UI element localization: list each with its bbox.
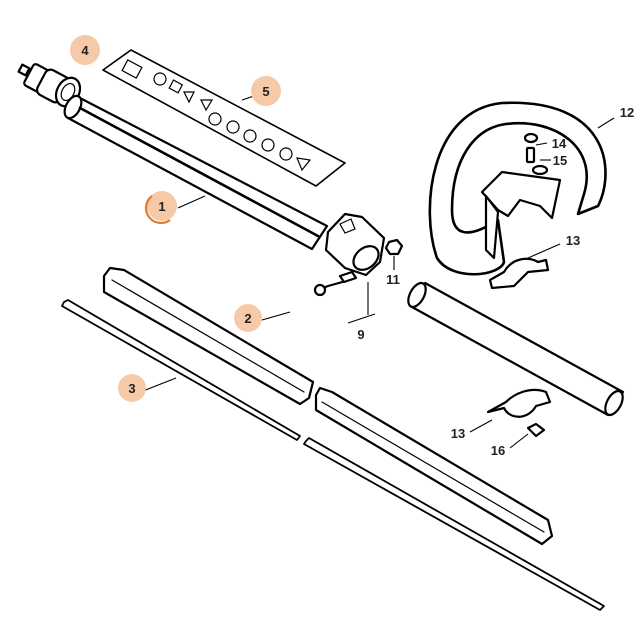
clamp-shell-upper: [488, 257, 550, 290]
leader-lines: [142, 95, 615, 449]
callout-1[interactable]: 1: [144, 191, 177, 225]
drive-shaft: [61, 299, 605, 611]
callout-5-badge: [251, 76, 281, 106]
callout-5-label: 5: [262, 84, 269, 99]
callout-14-label[interactable]: 14: [552, 136, 567, 151]
square-nut: [526, 422, 546, 438]
callout-1-badge: [147, 191, 177, 221]
upper-shaft-tube: [63, 94, 329, 251]
callout-4-label: 4: [81, 43, 89, 58]
callout-1-label: 1: [158, 199, 165, 214]
decal-sticker: [102, 49, 346, 187]
callout-11-label[interactable]: 11: [386, 272, 400, 287]
lower-shaft-tube: [407, 281, 625, 417]
callout-3-badge: [118, 374, 146, 402]
callout-12-label[interactable]: 12: [620, 105, 634, 120]
callout-2[interactable]: 2: [234, 304, 262, 332]
callout-4-badge: [70, 35, 100, 65]
callout-2-badge: [234, 304, 262, 332]
clamp-housing: [313, 212, 386, 297]
hex-nut: [384, 238, 404, 256]
callout-16-label[interactable]: 16: [491, 443, 505, 458]
callout-1-ring: [144, 195, 171, 225]
callout-5[interactable]: 5: [251, 76, 281, 106]
callout-13-lower-label[interactable]: 13: [451, 426, 465, 441]
clamp-shell-lower: [486, 388, 552, 418]
callout-15-label[interactable]: 15: [553, 153, 567, 168]
loop-handle: [428, 101, 607, 276]
callout-13-upper-label[interactable]: 13: [566, 233, 580, 248]
shaft-liner: [102, 266, 554, 546]
callout-3[interactable]: 3: [118, 374, 146, 402]
callout-2-label: 2: [244, 311, 251, 326]
callout-3-label: 3: [128, 381, 135, 396]
callout-9-label[interactable]: 9: [357, 327, 364, 342]
callout-4[interactable]: 4: [70, 35, 100, 65]
